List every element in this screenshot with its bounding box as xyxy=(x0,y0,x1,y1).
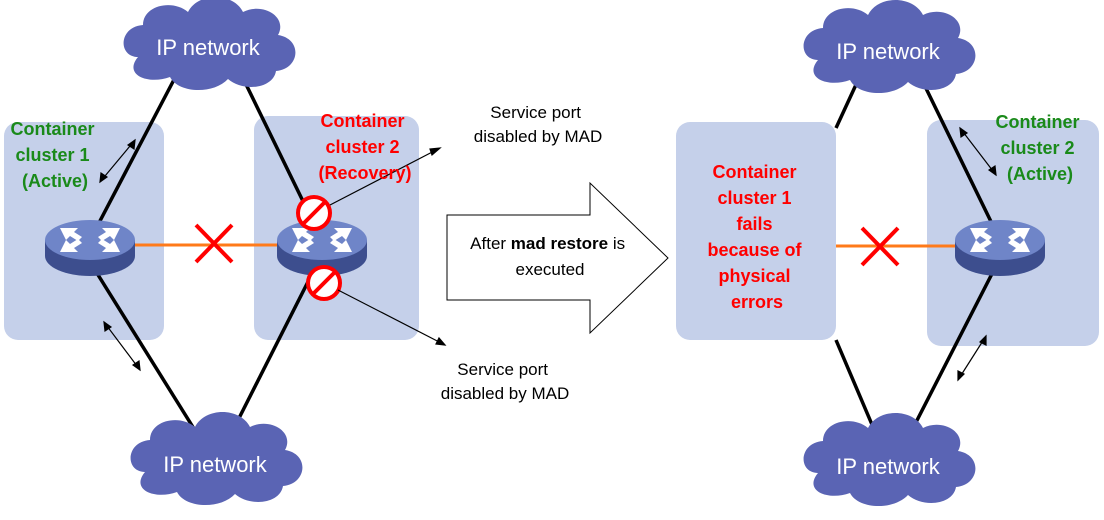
right-bottom-cloud-label: IP network xyxy=(836,454,941,479)
link-failure-x-icon xyxy=(194,223,234,264)
right-cluster1-label: Container cluster 1 fails because of phy… xyxy=(707,162,806,312)
link-right-switch2-bottom xyxy=(908,261,1000,435)
double-arrow-icon xyxy=(103,320,141,372)
link-failure-x-icon xyxy=(860,226,900,267)
arrow-label: After mad restore is executed xyxy=(470,234,630,279)
prohibited-icon xyxy=(306,265,342,301)
callout-line xyxy=(329,147,442,206)
callout-line xyxy=(337,289,447,346)
transition-arrow xyxy=(446,181,669,335)
right-cluster2-label: Container cluster 2 (Active) xyxy=(995,112,1084,184)
left-cluster1-label: Container cluster 1 (Active) xyxy=(10,119,99,191)
right-cluster1-box xyxy=(676,122,836,340)
left-bottom-cloud-label: IP network xyxy=(163,452,268,477)
switch-icon xyxy=(45,220,135,276)
link-right-switch2-top xyxy=(918,75,1000,237)
right-top-cloud-label: IP network xyxy=(836,39,941,64)
switch-icon xyxy=(955,220,1045,276)
link-left-switch2-bottom xyxy=(230,261,320,433)
link-left-switch1-top xyxy=(88,71,180,241)
port-disabled-label-top: Service port disabled by MAD xyxy=(474,103,603,146)
prohibited-icon xyxy=(296,195,332,231)
left-cluster2-label: Container cluster 2 (Recovery) xyxy=(318,111,411,183)
double-arrow-icon xyxy=(959,126,997,177)
link-right-cluster1-bottom xyxy=(834,339,878,435)
double-arrow-icon xyxy=(99,138,136,184)
double-arrow-icon xyxy=(957,334,987,382)
left-top-cloud-label: IP network xyxy=(156,35,261,60)
link-left-switch1-bottom xyxy=(88,261,198,433)
port-disabled-label-bottom: Service port disabled by MAD xyxy=(441,360,570,403)
